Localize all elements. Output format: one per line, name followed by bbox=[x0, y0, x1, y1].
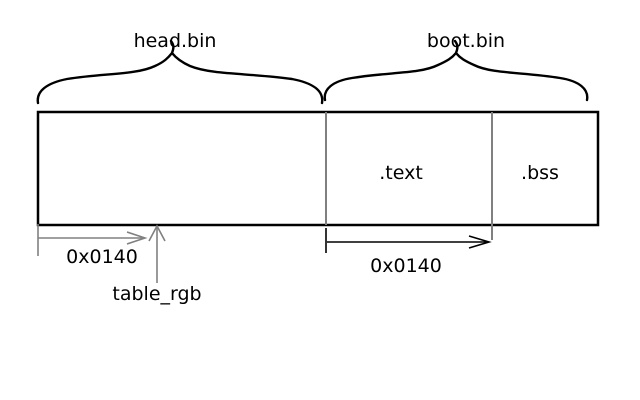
memory-box bbox=[36, 110, 600, 227]
brace-boot-bin bbox=[323, 39, 589, 102]
pointer-label-table-rgb: table_rgb bbox=[112, 283, 202, 305]
offset-label-text: 0x0140 bbox=[370, 255, 442, 277]
brace-label-head-bin: head.bin bbox=[133, 30, 217, 52]
measure-arrow-text-size bbox=[325, 228, 492, 253]
pointer-arrow-table-rgb bbox=[148, 224, 166, 283]
segment-label-bss: .bss bbox=[521, 162, 559, 184]
arrowhead-right-icon bbox=[468, 235, 492, 249]
brace-head-bin bbox=[36, 39, 324, 105]
arrowhead-up-icon bbox=[148, 224, 166, 242]
measure-arrow-header-offset bbox=[37, 224, 148, 256]
offset-label-header: 0x0140 bbox=[66, 246, 138, 268]
segment-label-text: .text bbox=[379, 162, 423, 184]
arrowhead-right-icon bbox=[126, 231, 148, 245]
brace-label-boot-bin: boot.bin bbox=[426, 30, 506, 52]
